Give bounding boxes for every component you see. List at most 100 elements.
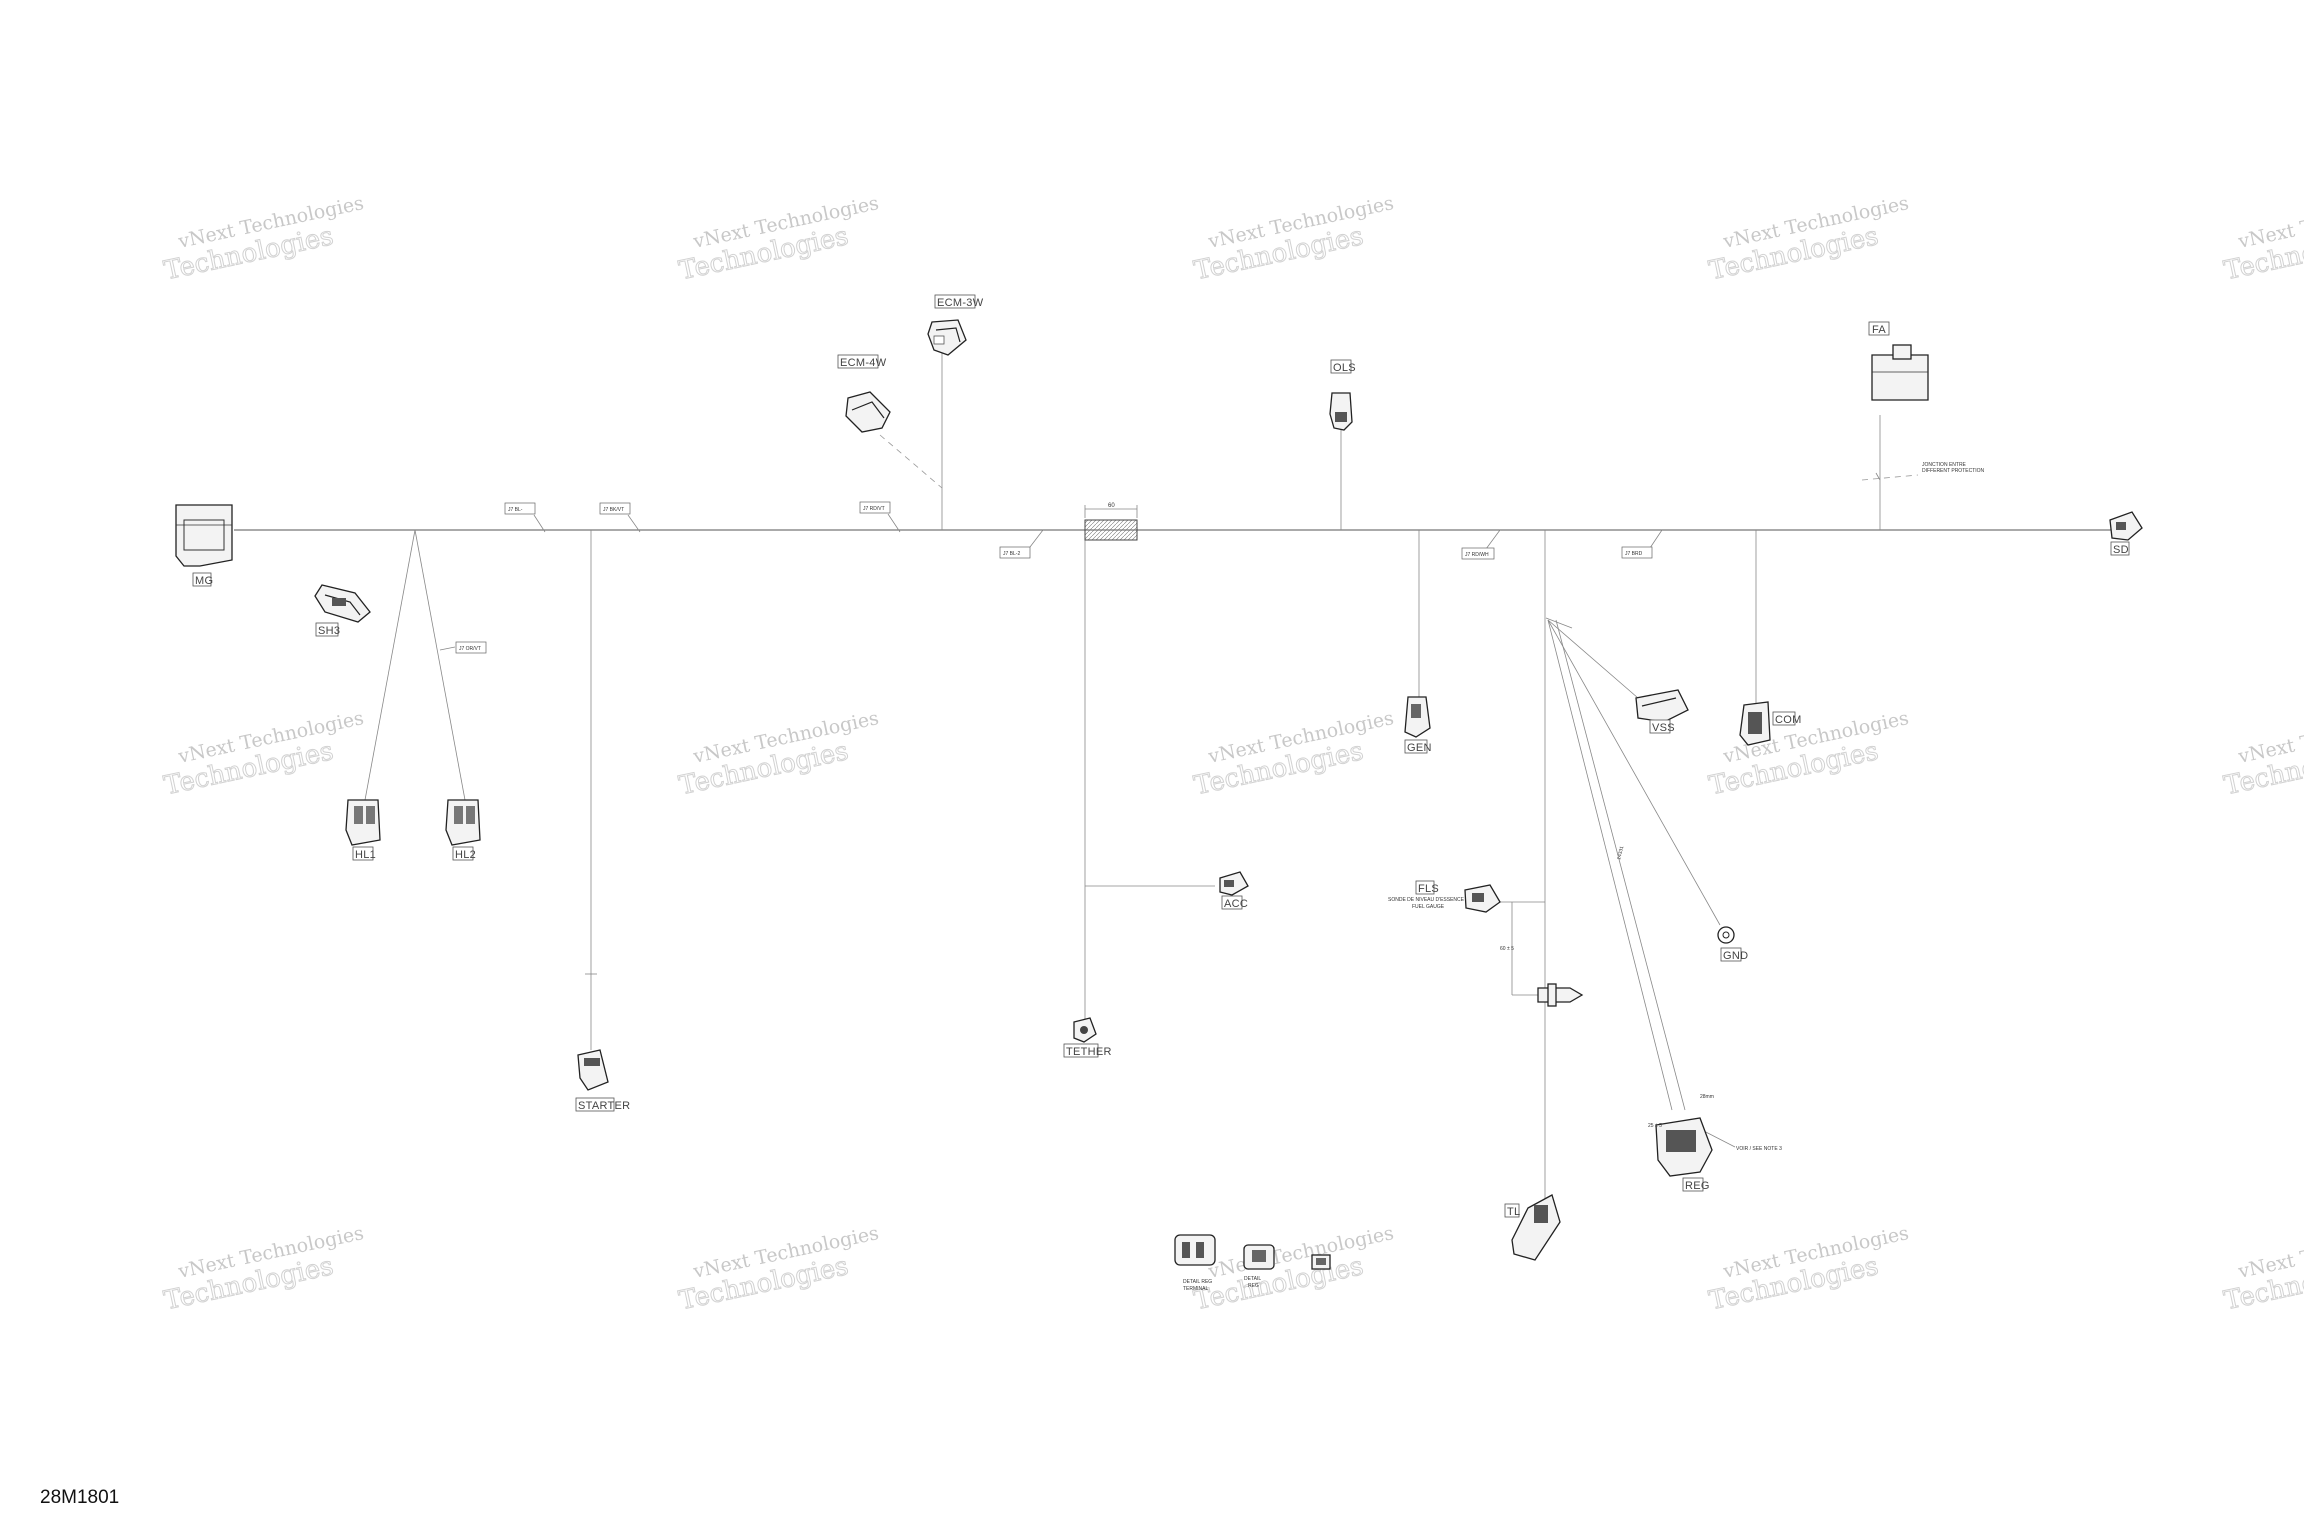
hl1-wire	[364, 529, 416, 801]
sh3-detail	[324, 594, 361, 616]
watermark: vNext Technologies Technologies	[161, 192, 366, 287]
drawing-code: 28M1801	[40, 1487, 120, 1508]
fls-label-box	[1415, 880, 1435, 895]
starter-body	[577, 1049, 609, 1091]
fls-note-fr: SONDE DE NIVEAU D'ESSENCE	[1388, 897, 1465, 903]
connector-hl2[interactable]: HL2	[445, 799, 481, 861]
fa-label-box	[1868, 321, 1890, 336]
com-label-box	[1772, 711, 1796, 726]
starter-label: STARTER	[578, 1100, 630, 1112]
wire-tag-box	[859, 501, 891, 514]
connector-gen[interactable]: GEN	[1404, 696, 1432, 754]
vss-wire	[1547, 619, 1639, 699]
ecm4w-label-box	[837, 354, 879, 369]
wire-tag: J7 BK/VT	[603, 507, 624, 513]
watermark: vNext Technologies Technologies	[1706, 707, 1911, 802]
watermark: vNext Technologies Technologies	[676, 192, 881, 287]
tag-leader	[1029, 529, 1044, 548]
sd-detail	[2116, 522, 2126, 530]
connector-acc[interactable]: ACC	[1219, 871, 1249, 910]
ols-detail	[1335, 412, 1347, 422]
tag-leader	[533, 514, 546, 533]
ecm4w-body	[845, 391, 891, 433]
hl1-detail	[366, 806, 375, 824]
ols-body	[1329, 392, 1353, 431]
hl2-detail	[466, 806, 475, 824]
fa-note-line1: JONCTION ENTRE	[1922, 462, 1967, 468]
connector-ecm3w[interactable]: ECM-3W	[927, 294, 984, 356]
hl2-wire	[414, 529, 466, 801]
connector-fa[interactable]: FA JONCTION ENTRE DIFFERENT PROTECTION	[1868, 321, 1985, 474]
connector-tl[interactable]: TL	[1504, 1194, 1561, 1261]
watermark: vNext Technologies Technologies	[676, 707, 881, 802]
connector-vss[interactable]: VSS	[1635, 689, 1689, 734]
gen-label: GEN	[1407, 742, 1432, 754]
connector-sh3[interactable]: SH3	[314, 584, 371, 637]
protective-sleeve: 60	[1084, 503, 1138, 541]
mg-detail	[183, 519, 225, 551]
connector-hl1[interactable]: HL1	[345, 799, 381, 861]
hl2-label-box	[452, 846, 474, 861]
fitting-collar	[1547, 983, 1557, 1007]
detail-pin	[1196, 1242, 1204, 1258]
ecm3w-detail	[935, 327, 961, 343]
hl1-detail	[354, 806, 363, 824]
ecm3w-label-box	[934, 294, 976, 309]
connector-ols[interactable]: OLS	[1329, 359, 1356, 431]
detail-caption: TERMINAL	[1183, 1286, 1209, 1292]
reg-label: REG	[1685, 1180, 1710, 1192]
sh3-label: SH3	[318, 625, 340, 637]
sleeve-rect	[1084, 519, 1138, 541]
tag-leader	[627, 514, 641, 533]
wire-tag: J7 BL-2	[1003, 551, 1020, 557]
tether-label-box	[1063, 1043, 1099, 1058]
starter-label-box	[575, 1097, 615, 1112]
connector-ecm4w[interactable]: ECM-4W	[837, 354, 891, 433]
fan-top	[1545, 617, 1573, 629]
fa-note-tick	[1875, 472, 1881, 481]
detail-pin	[1182, 1242, 1190, 1258]
ecm3w-latch	[933, 335, 945, 345]
ols-label-box	[1330, 359, 1352, 374]
connector-starter[interactable]: STARTER	[575, 1049, 630, 1112]
starter-detail	[584, 1058, 600, 1066]
reg-dimension: 25 ± 5	[1648, 1123, 1662, 1129]
fitting-dimension: 60 ± 5	[1500, 946, 1514, 952]
vss-label-box	[1649, 719, 1671, 734]
ecm3w-label: ECM-3W	[937, 297, 984, 309]
ecm4w-label: ECM-4W	[840, 357, 887, 369]
connector-mg[interactable]: MG	[175, 504, 233, 587]
hl2-label: HL2	[455, 849, 476, 861]
detail-terminal	[1311, 1254, 1331, 1270]
connector-reg[interactable]: REG 28mm 25 ± 5 VOIR / SEE NOTE 3 14331	[1616, 845, 1782, 1192]
fls-detail	[1472, 893, 1484, 902]
fls-note-en: FUEL GAUGE	[1412, 904, 1445, 910]
tl-detail	[1534, 1205, 1548, 1223]
wire-tags: J7 BL- J7 BK/VT J7 RD/VT J7 BL-2 J7 RD/W…	[455, 501, 1653, 654]
tag-leader	[1485, 529, 1501, 550]
mg-label-box	[192, 572, 212, 587]
fa-label: FA	[1872, 324, 1886, 336]
watermark: vNext Technologies Technologies	[1706, 1222, 1911, 1317]
wire-tag: J7 BRD	[1625, 551, 1643, 557]
vss-label: VSS	[1652, 722, 1675, 734]
sh3-label-box	[315, 622, 339, 637]
fa-note-leader	[1861, 474, 1919, 481]
watermark: vNext Technologies Technologies	[1191, 1222, 1396, 1317]
watermark: vNext Technologies Technologies	[1706, 192, 1911, 287]
connector-fls[interactable]: FLS SONDE DE NIVEAU D'ESSENCE FUEL GAUGE	[1388, 880, 1501, 913]
fls-label: FLS	[1418, 883, 1439, 895]
sh3-latch	[332, 598, 346, 606]
wire-tag-box	[1621, 546, 1653, 559]
watermark: vNext Technologies Technologies	[1191, 707, 1396, 802]
gen-label-box	[1404, 739, 1428, 754]
wire-tag: J7 RD/VT	[863, 506, 885, 512]
connector-sd[interactable]: SD	[2109, 511, 2143, 556]
connector-com[interactable]: COM	[1739, 701, 1802, 746]
hl2-detail	[454, 806, 463, 824]
tether-label: TETHER	[1066, 1046, 1112, 1058]
connector-gnd[interactable]: GND	[1717, 926, 1748, 962]
detail-views: DETAIL REG TERMINAL DETAIL REG	[1174, 1234, 1331, 1292]
connector-tether[interactable]: TETHER	[1063, 1017, 1112, 1058]
sleeve-length: 60	[1108, 503, 1115, 509]
